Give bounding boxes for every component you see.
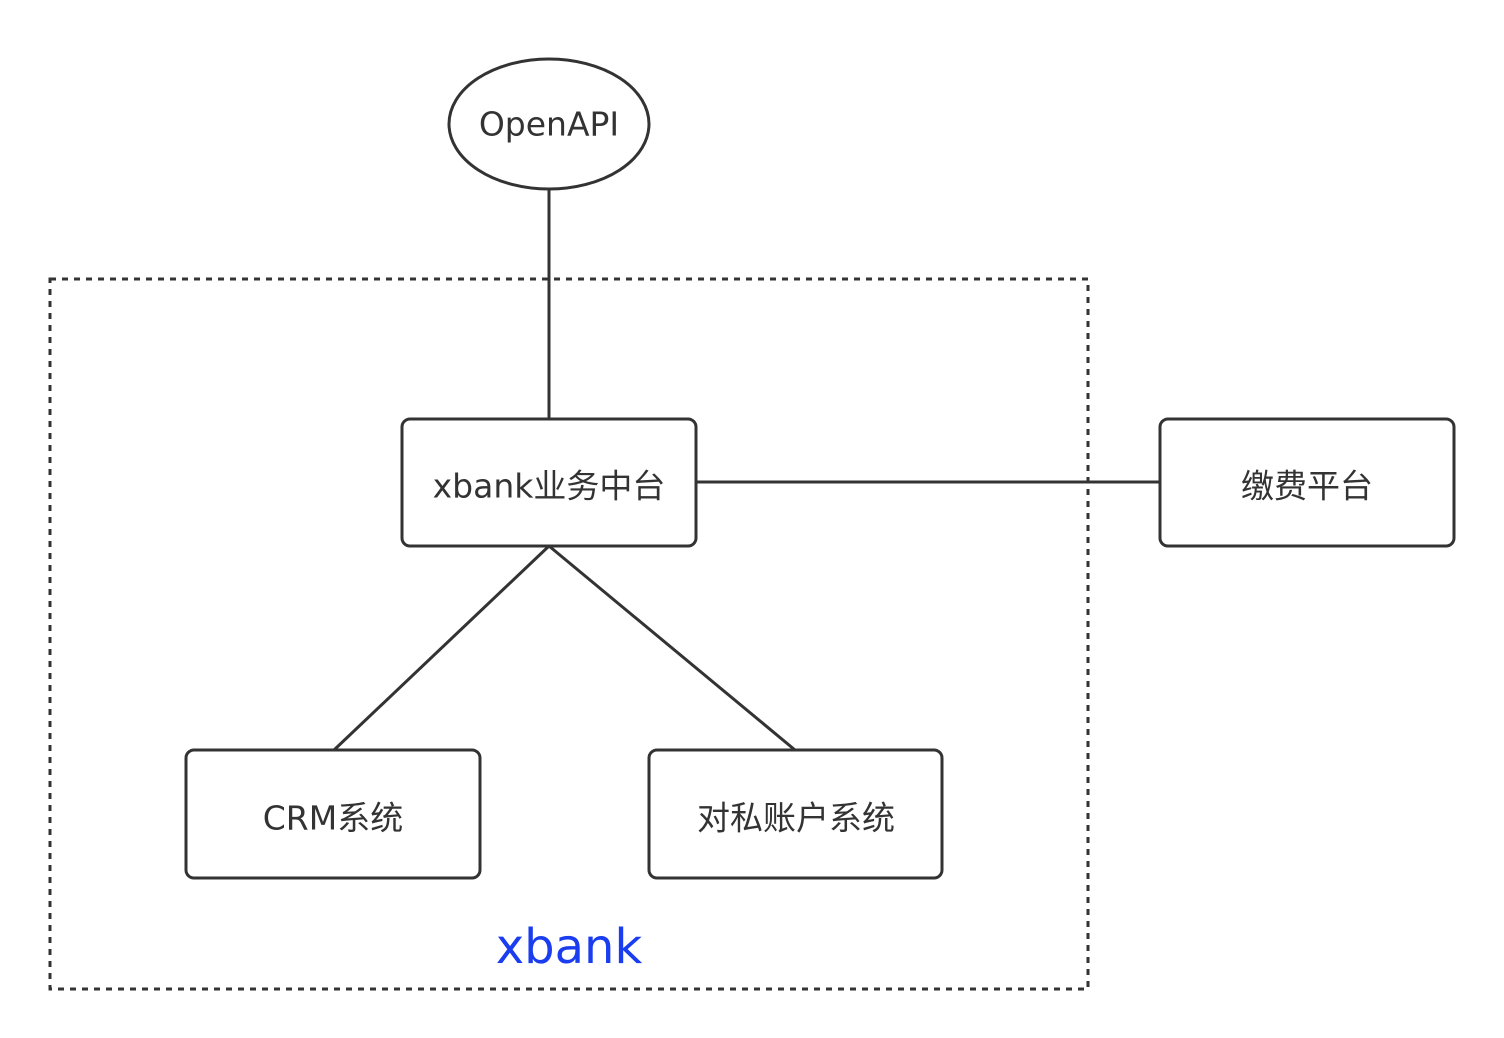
xbank-group-label: xbank xyxy=(496,919,643,975)
node-middle-platform-label: xbank业务中台 xyxy=(433,467,666,506)
node-middle-platform-shape xyxy=(400,417,698,548)
edge-middle-platform-to-private-account xyxy=(548,544,796,752)
node-crm-label: CRM系统 xyxy=(263,799,403,838)
node-openapi-label: OpenAPI xyxy=(479,105,619,144)
node-payment-platform-label: 缴费平台 xyxy=(1241,467,1373,506)
node-private-account-label: 对私账户系统 xyxy=(697,799,895,838)
node-private-account-shape xyxy=(647,748,944,880)
node-payment-platform[interactable]: 缴费平台 xyxy=(1158,417,1456,548)
node-crm[interactable]: CRM系统 xyxy=(184,748,482,880)
xbank-group-boundary xyxy=(48,277,1090,991)
node-middle-platform[interactable]: xbank业务中台 xyxy=(400,417,698,548)
node-payment-platform-shape xyxy=(1158,417,1456,548)
node-private-account[interactable]: 对私账户系统 xyxy=(647,748,944,880)
node-openapi[interactable]: OpenAPI xyxy=(447,57,651,191)
node-crm-shape xyxy=(184,748,482,880)
node-openapi-shape xyxy=(447,57,651,191)
edge-middle-platform-to-crm xyxy=(332,544,551,752)
